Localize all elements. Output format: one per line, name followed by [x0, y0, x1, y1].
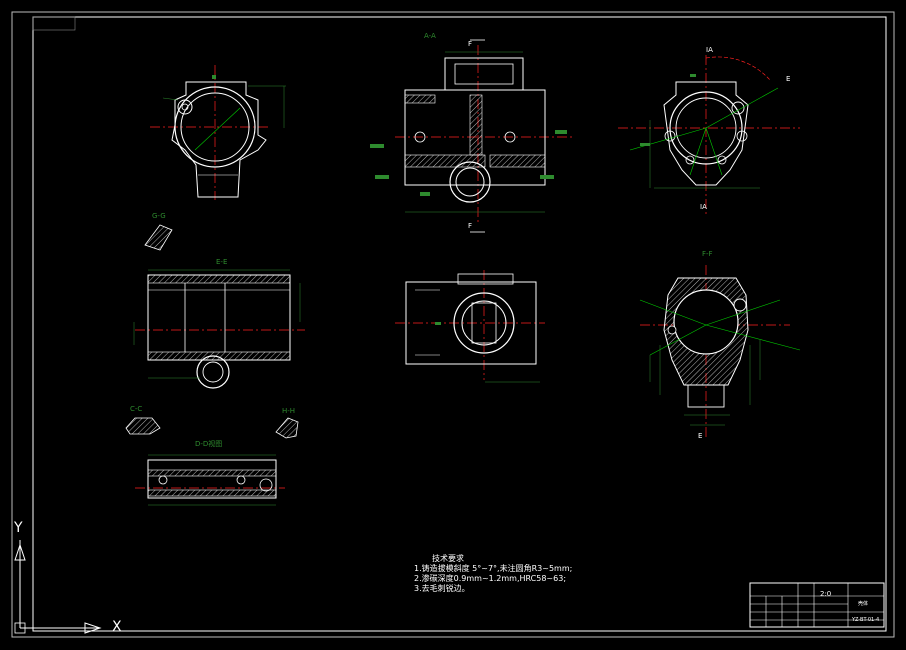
section-gg[interactable] [144, 224, 173, 251]
view-label-ee: E-E [216, 258, 228, 266]
section-ff-view[interactable] [639, 265, 801, 440]
ucs-icon [14, 540, 102, 634]
top-right-view[interactable] [618, 55, 800, 215]
drawing-outer-frame [11, 11, 895, 638]
title-block-scale: 2:0 [820, 590, 832, 598]
view-label-cc: C-C [130, 405, 143, 413]
title-block-part-name: 壳体 [858, 601, 869, 607]
technical-notes-heading: 技术要求 [432, 554, 464, 563]
corner-mark [32, 16, 76, 31]
view-label-hh: H-H [282, 407, 296, 415]
technical-note-line-1: 1.铸造拔模斜度 5°~7°,未注圆角R3~5mm; [414, 564, 573, 573]
view-label-e-bottom: E [698, 432, 703, 440]
technical-note-line-3: 3.去毛刺锐边。 [414, 584, 470, 593]
view-label-aa: A-A [424, 32, 436, 40]
view-label-e-right: E [786, 75, 791, 83]
view-label-dd: D-D视图 [195, 440, 223, 448]
section-cc[interactable] [125, 417, 161, 435]
section-aa-view[interactable] [370, 39, 575, 233]
technical-note-line-2: 2.渗碳深度0.9mm~1.2mm,HRC58~63; [414, 574, 567, 583]
title-block[interactable] [749, 582, 885, 628]
section-ee-view[interactable] [133, 269, 305, 389]
top-left-view[interactable] [150, 65, 286, 200]
view-label-gg: G-G [152, 212, 166, 220]
view-label-f-bottom: F [468, 222, 473, 230]
view-label-ia-top: IA [706, 46, 713, 54]
section-dd-view[interactable] [135, 454, 285, 506]
view-label-f-top: F [468, 40, 473, 48]
section-hh[interactable] [275, 417, 299, 439]
center-middle-view[interactable] [395, 270, 545, 383]
view-label-ia-bottom: IA [700, 203, 707, 211]
ucs-x-label: X [112, 619, 122, 635]
ucs-y-label: Y [14, 520, 23, 536]
view-label-ff: F-F [702, 250, 713, 258]
technical-notes: 技术要求 1.铸造拔模斜度 5°~7°,未注圆角R3~5mm; 2.渗碳深度0.… [414, 554, 572, 594]
drawing-inner-frame [32, 16, 887, 632]
title-block-drawing-code: YZ-BT-01-4 [852, 617, 880, 623]
